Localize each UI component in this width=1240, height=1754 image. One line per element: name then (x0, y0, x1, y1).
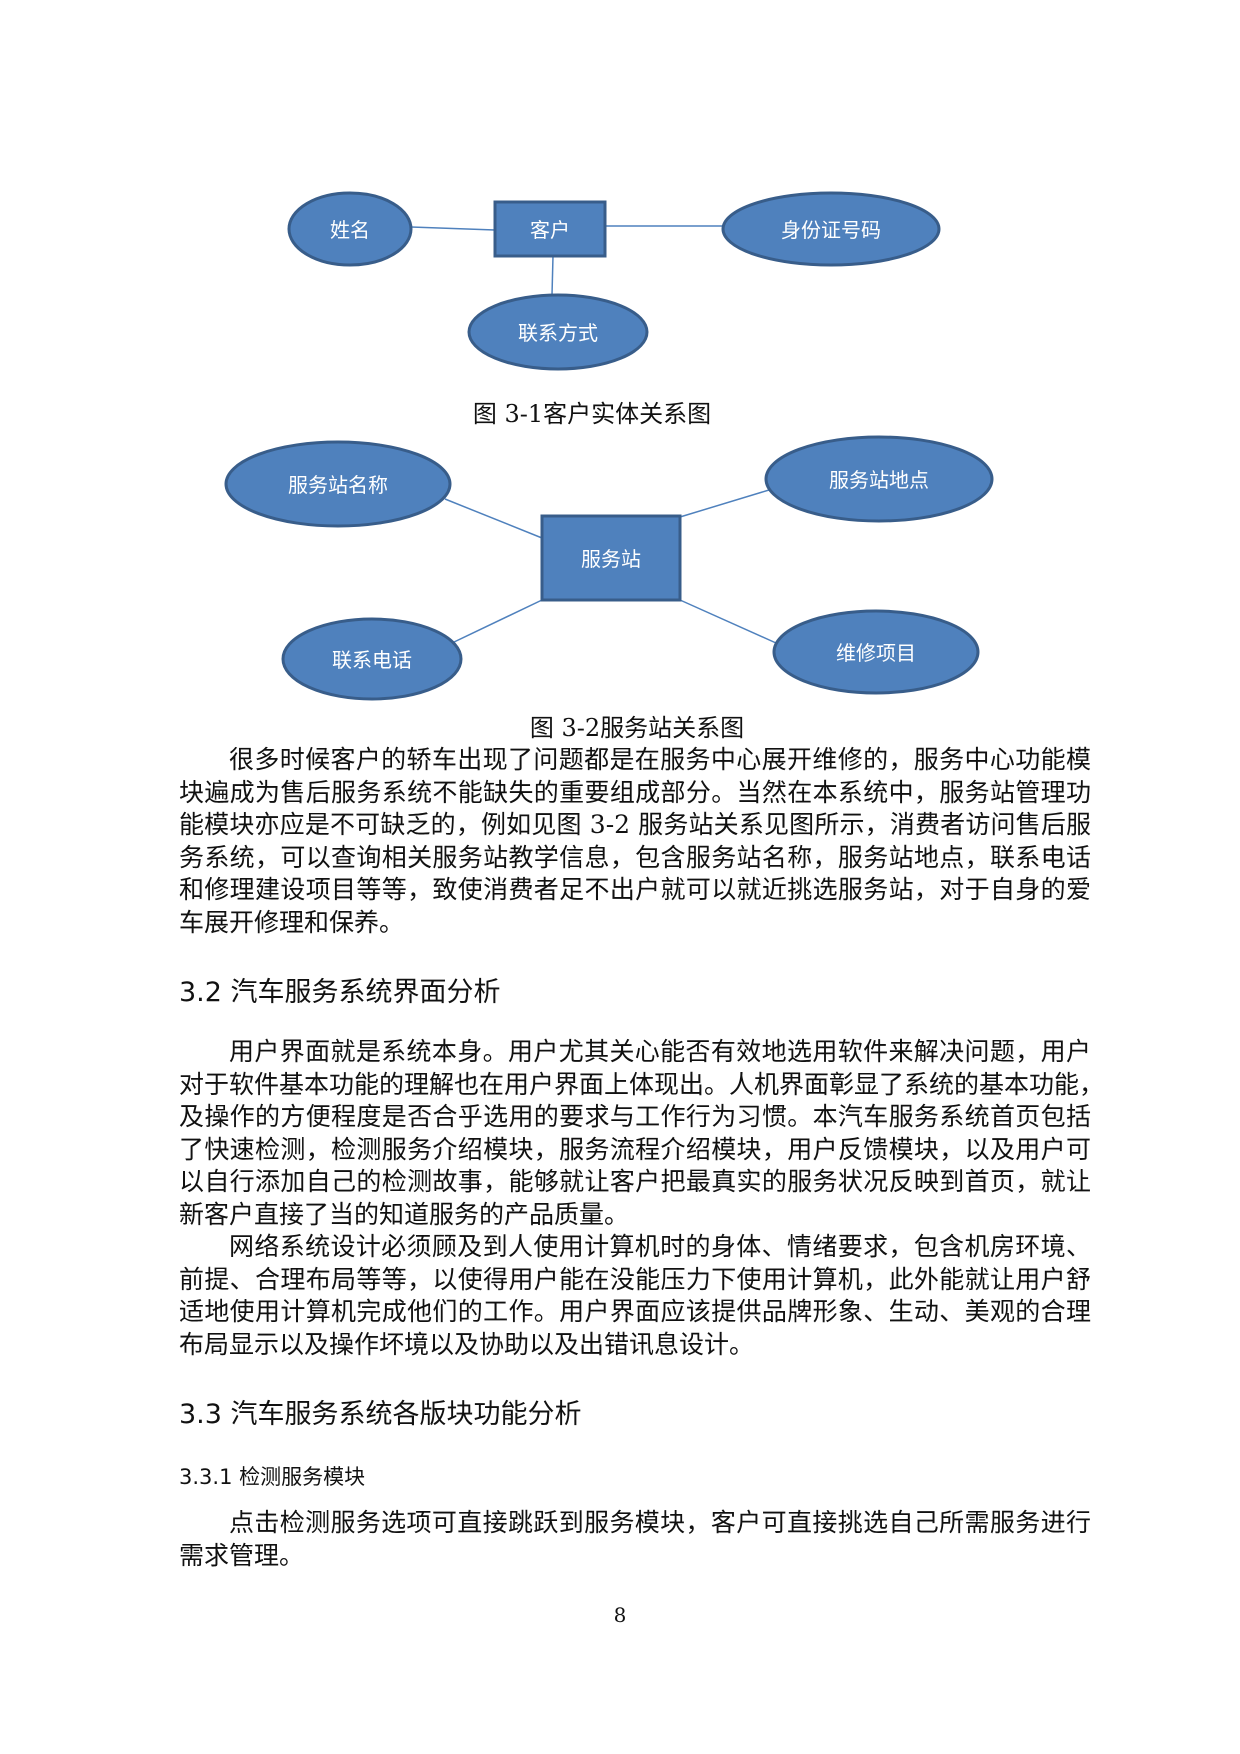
node-label: 联系方式 (518, 321, 598, 345)
attr-contact-ellipse (467, 293, 649, 371)
text-line: 前提、合理布局等等，以使得用户能在没能压力下使用计算机，此外能就让用户舒 (179, 1264, 1091, 1294)
node-label: 身份证号码 (781, 218, 881, 242)
attr-station-name-ellipse (224, 440, 452, 528)
connector (679, 599, 777, 644)
text-line: 务系统，可以查询相关服务站教学信息，包含服务站名称，服务站地点，联系电话 (179, 842, 1091, 872)
er-diagrams: 姓名 客户 身份证号码 联系方式 服务站名称 服务站地点 服务站 联系电话 维修… (224, 191, 994, 701)
text-line: 新客户直接了当的知道服务的产品质量。 (179, 1199, 630, 1229)
connector (551, 255, 554, 296)
node-label: 服务站地点 (829, 468, 929, 492)
section-heading: 3.3 汽车服务系统各版块功能分析 (179, 1399, 582, 1430)
node-label: 服务站名称 (288, 473, 388, 497)
text-line: 车展开修理和保养。 (179, 907, 405, 937)
node-label: 联系电话 (332, 648, 412, 672)
subsection-heading: 3.3.1 检测服务模块 (179, 1465, 366, 1489)
paragraph: 很多时候客户的轿车出现了问题都是在服务中心展开维修的，服务中心功能模 块遍成为售… (179, 744, 1091, 939)
text-line: 块遍成为售后服务系统不能缺失的重要组成部分。当然在本系统中，服务站管理功 (179, 777, 1091, 807)
node-label: 维修项目 (836, 641, 916, 665)
attr-phone-ellipse (281, 617, 463, 701)
attr-name-ellipse (287, 191, 413, 267)
connector (679, 489, 770, 518)
text-line: 能模块亦应是不可缺乏的，例如见图 3-2 服务站关系见图所示，消费者访问售后服 (179, 810, 1091, 839)
text-line: 适地使用计算机完成他们的工作。用户界面应该提供品牌形象、生动、美观的合理 (179, 1297, 1091, 1326)
paragraph: 点击检测服务选项可直接跳跃到服务模块，客户可直接挑选自己所需服务进行 需求管理。 (179, 1507, 1091, 1572)
figure-caption: 图 3-2服务站关系图 (529, 714, 745, 742)
figure-caption: 图 3-1客户实体关系图 (472, 400, 712, 428)
node-label: 服务站 (581, 547, 641, 571)
text-line: 以自行添加自己的检测故事，能够就让客户把最真实的服务状况反映到首页，就让 (179, 1167, 1091, 1196)
text-line: 用户界面就是系统本身。用户尤其关心能否有效地选用软件来解决问题，用户 (229, 1037, 1091, 1066)
section-heading: 3.2 汽车服务系统界面分析 (179, 977, 501, 1008)
paragraph: 用户界面就是系统本身。用户尤其关心能否有效地选用软件来解决问题，用户 对于软件基… (179, 1036, 1105, 1361)
entity-station-box (540, 514, 682, 602)
text-line: 很多时候客户的轿车出现了问题都是在服务中心展开维修的，服务中心功能模 (229, 745, 1091, 774)
page-number: 8 (613, 1603, 627, 1627)
entity-customer-box (493, 200, 607, 258)
connector (410, 226, 496, 231)
text-line: 和修理建设项目等等，致使消费者足不出户就可以就近挑选服务站，对于自身的爱 (179, 875, 1091, 904)
attr-station-location-ellipse (764, 435, 994, 523)
connector (451, 599, 543, 644)
text-line: 布局显示以及操作坏境以及协助以及出错讯息设计。 (179, 1329, 755, 1359)
text-line: 及操作的方便程度是否合乎选用的要求与工作行为习惯。本汽车服务系统首页包括 (179, 1102, 1091, 1131)
attr-id-ellipse (721, 191, 941, 267)
text-line: 点击检测服务选项可直接跳跃到服务模块，客户可直接挑选自己所需服务进行 (229, 1508, 1091, 1537)
node-label: 客户 (530, 218, 570, 242)
connector (444, 498, 543, 539)
text-line: 了快速检测，检测服务介绍模块，服务流程介绍模块，用户反馈模块，以及用户可 (179, 1134, 1091, 1164)
text-line: 需求管理。 (179, 1540, 305, 1570)
text-line: 网络系统设计必须顾及到人使用计算机时的身体、情绪要求，包含机房环境、 (229, 1232, 1091, 1261)
text-line: 对于软件基本功能的理解也在用户界面上体现出。人机界面彰显了系统的基本功能， (179, 1069, 1105, 1099)
attr-repair-ellipse (772, 609, 980, 695)
node-label: 姓名 (330, 218, 370, 242)
